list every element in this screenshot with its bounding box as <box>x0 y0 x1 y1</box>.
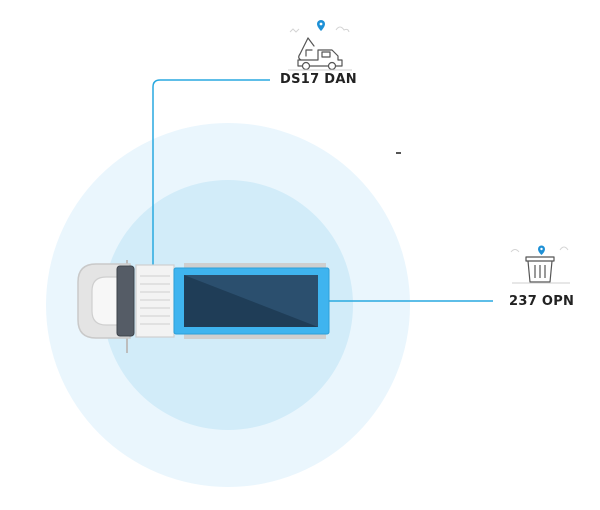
tow-truck-connector-line <box>152 79 270 265</box>
separator-dash <box>396 152 401 154</box>
tow-truck-registration-label: DS17 DAN <box>280 72 357 87</box>
flatbed-truck-top-view-icon <box>77 260 330 353</box>
container-registration-label: 237 OPN <box>509 294 575 309</box>
location-pin-icon <box>317 20 325 31</box>
tow-truck-location-icon <box>288 20 352 71</box>
location-pin-icon <box>538 245 545 255</box>
waste-bin-location-icon <box>510 245 570 284</box>
